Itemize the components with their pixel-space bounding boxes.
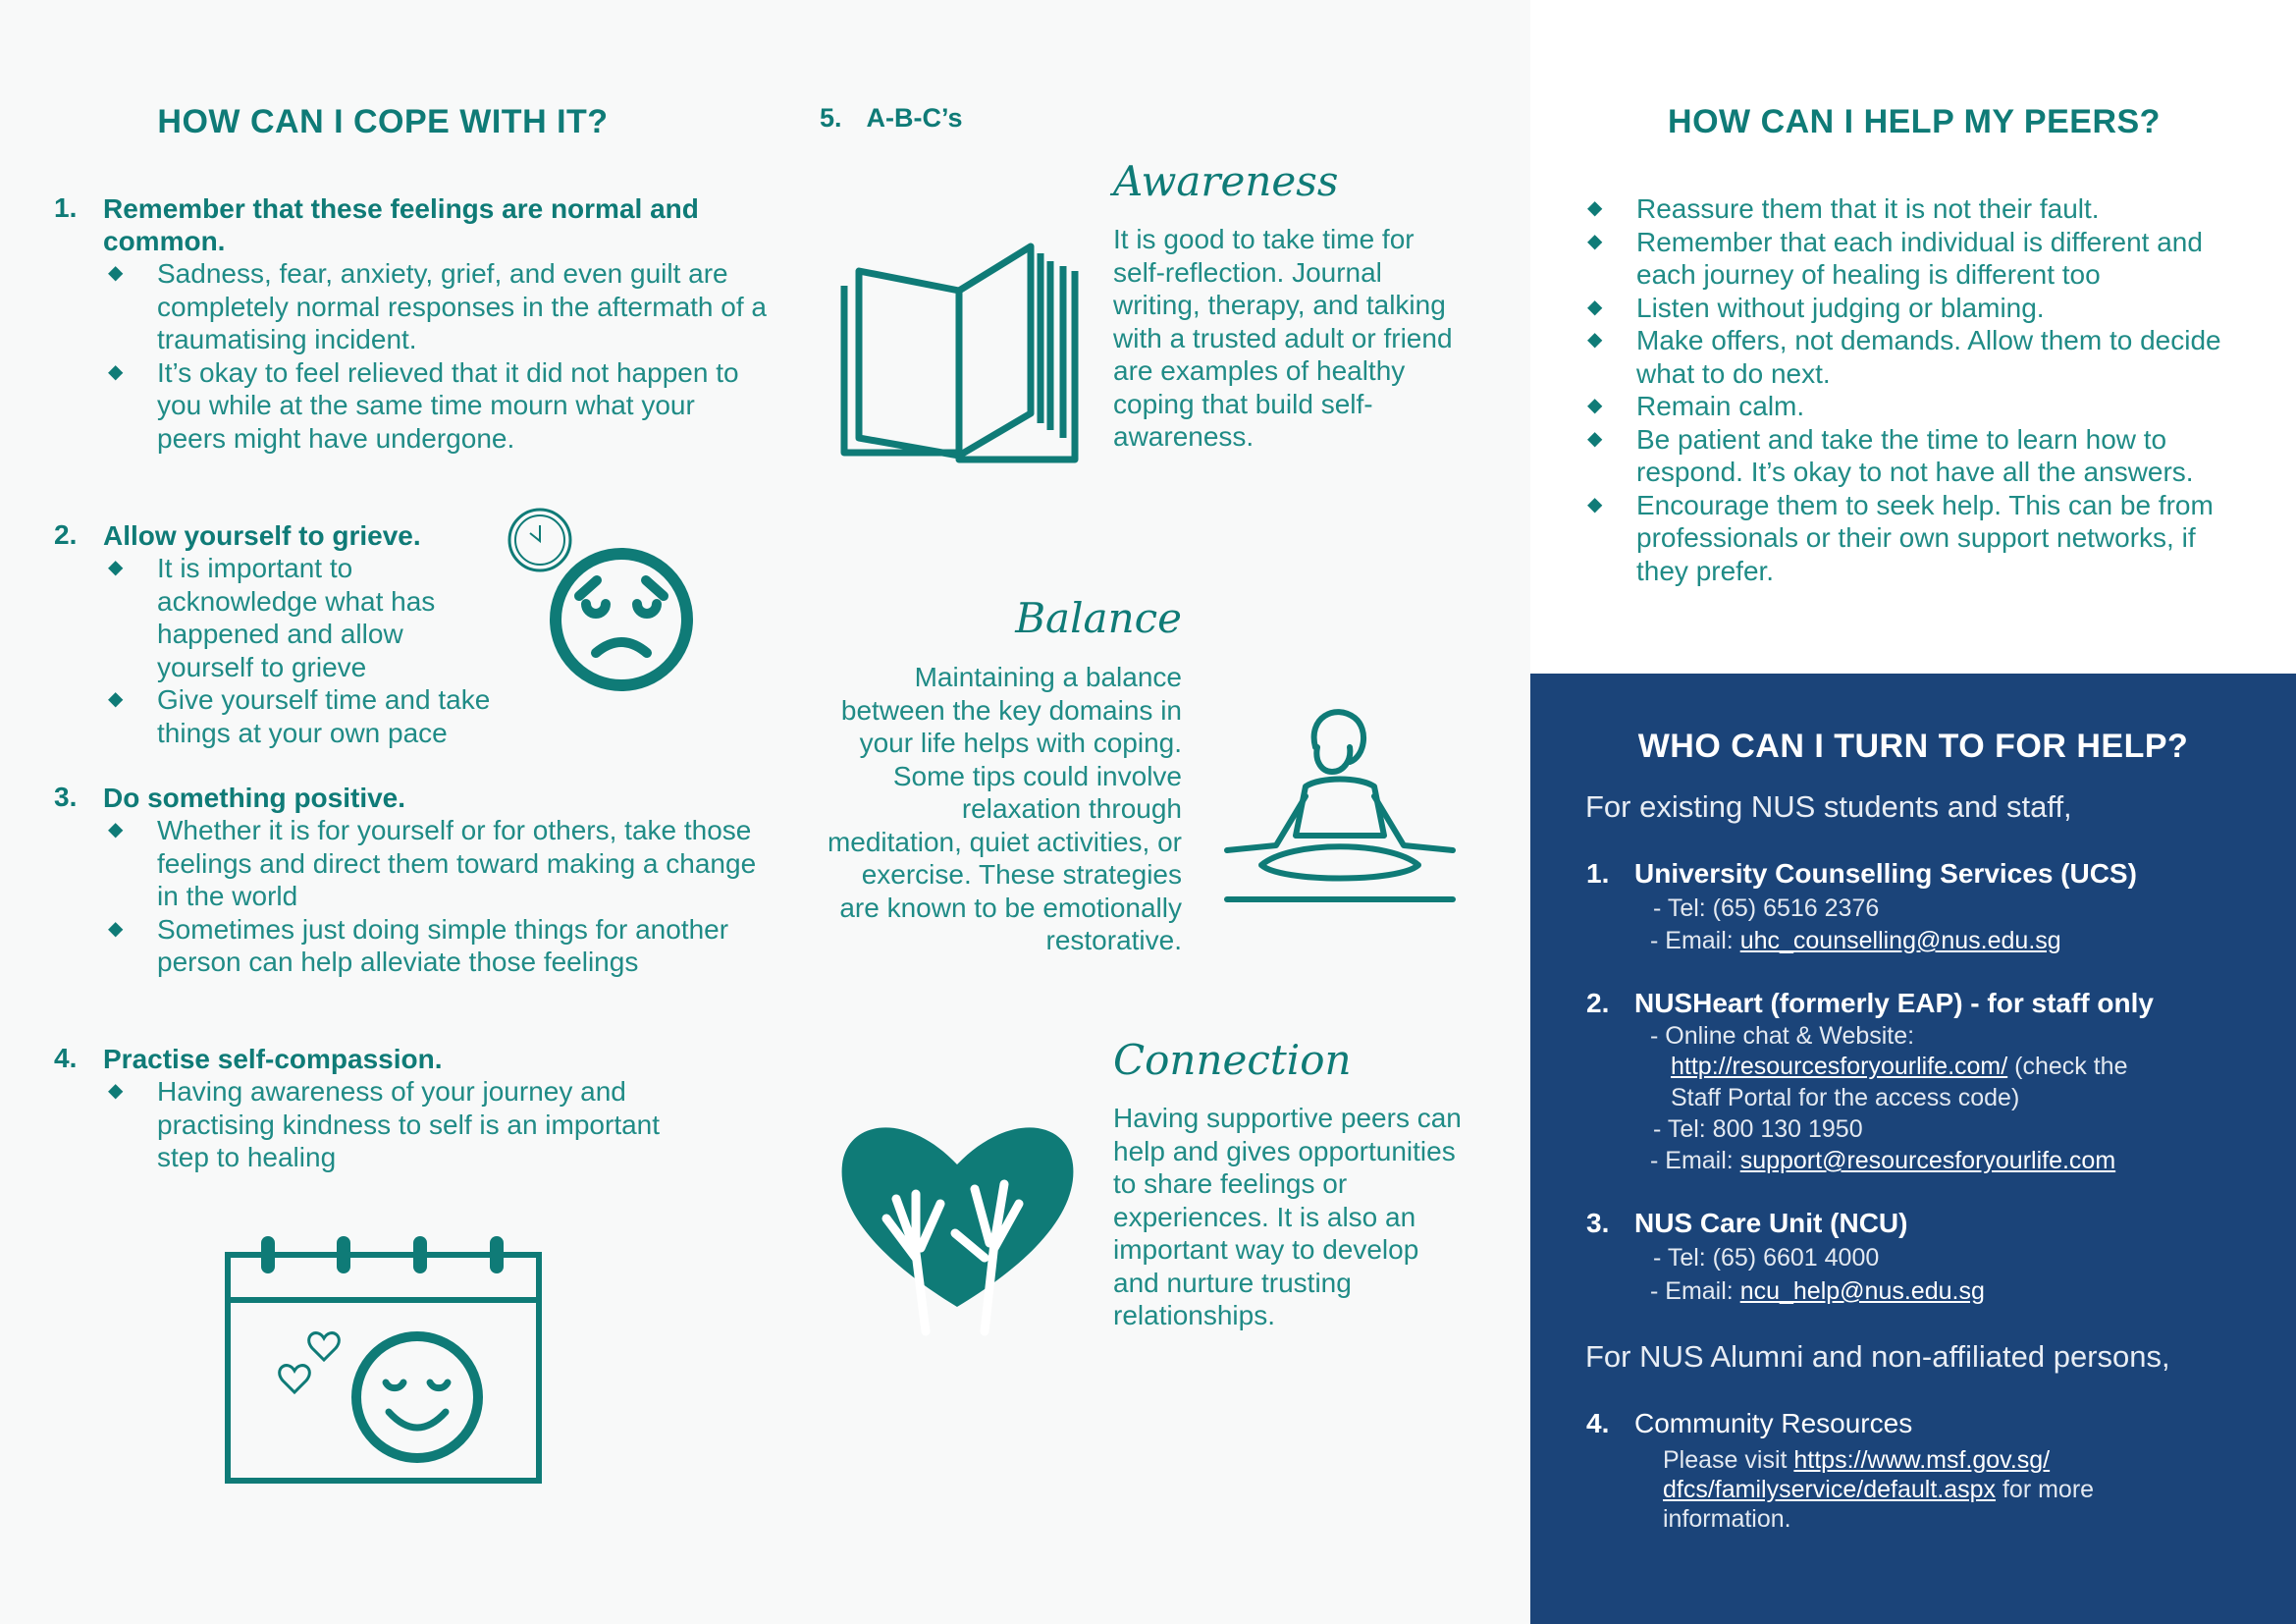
balance-text: Maintaining a balance between the key do… xyxy=(827,662,1182,955)
diamond-bullet-icon: ◆ xyxy=(1587,296,1603,318)
peers-heading: HOW CAN I HELP MY PEERS? xyxy=(1668,103,2161,140)
connection-title: Connection xyxy=(1113,1036,1352,1084)
calendar-smiley-icon xyxy=(225,1236,542,1484)
list-item: ◆Listen without judging or blaming. xyxy=(1587,292,2045,323)
diamond-bullet-icon: ◆ xyxy=(1587,197,1603,219)
sad-face-clock-icon xyxy=(507,508,693,691)
peers-list: ◆Reassure them that it is not their faul… xyxy=(1582,192,2250,587)
nusheart-tel: - Tel: 800 130 1950 xyxy=(1653,1115,1863,1143)
abc-heading: 5.A-B-C’s xyxy=(820,103,963,133)
ncu-email-line: - Email: ncu_help@nus.edu.sg xyxy=(1650,1277,1985,1305)
item-title: Practise self-compassion. xyxy=(103,1044,443,1074)
cope-item-2: 2. Allow yourself to grieve. ◆It is impo… xyxy=(54,519,741,749)
list-item: ◆Encourage them to seek help. This can b… xyxy=(1587,489,2214,586)
balance-title: Balance xyxy=(1015,594,1182,642)
awareness-title: Awareness xyxy=(1113,157,1339,205)
list-item: ◆Make offers, not demands. Allow them to… xyxy=(1587,325,2221,389)
ncu-tel: - Tel: (65) 6601 4000 xyxy=(1653,1244,1880,1272)
list-item: ◆Remain calm. xyxy=(1587,391,1805,421)
list-item: ◆Reassure them that it is not their faul… xyxy=(1587,193,2100,224)
diamond-bullet-icon: ◆ xyxy=(108,360,124,383)
list-item: ◆Be patient and take the time to learn h… xyxy=(1587,423,2194,488)
cope-heading: HOW CAN I COPE WITH IT? xyxy=(157,103,609,140)
list-item: ◆Give yourself time and take things at y… xyxy=(108,684,491,748)
item-number: 4. xyxy=(1586,1408,1610,1438)
item-number: 3. xyxy=(54,782,78,812)
community-line-2: dfcs/familyservice/default.aspx for more xyxy=(1663,1476,2095,1503)
connection-text: Having supportive peers can help and giv… xyxy=(1113,1103,1462,1330)
cope-item-4: 4. Practise self-compassion. ◆Having awa… xyxy=(54,1043,741,1174)
nusheart-email-link[interactable]: support@resourcesforyourlife.com xyxy=(1739,1147,2116,1174)
ncu-email-link[interactable]: ncu_help@nus.edu.sg xyxy=(1739,1277,1985,1305)
cope-item-1: 1. Remember that these feelings are norm… xyxy=(54,192,767,455)
diamond-bullet-icon: ◆ xyxy=(108,262,124,284)
list-item: ◆Remember that each individual is differ… xyxy=(1587,226,2203,291)
item-number: 2. xyxy=(54,519,78,550)
list-item: ◆Having awareness of your journey and pr… xyxy=(108,1076,661,1172)
ucs-email-link[interactable]: uhc_counselling@nus.edu.sg xyxy=(1739,927,2061,954)
right-page-background xyxy=(1530,0,2296,674)
ncu-title: NUS Care Unit (NCU) xyxy=(1634,1208,1908,1238)
help-heading: WHO CAN I TURN TO FOR HELP? xyxy=(1637,728,2189,765)
diamond-bullet-icon: ◆ xyxy=(1587,329,1603,351)
msf-link[interactable]: https://www.msf.gov.sg/ xyxy=(1793,1446,2051,1474)
nusheart-note: Staff Portal for the access code) xyxy=(1671,1084,2020,1111)
diamond-bullet-icon: ◆ xyxy=(1587,230,1603,252)
item-number: 1. xyxy=(54,192,78,223)
help-intro-alumni: For NUS Alumni and non-affiliated person… xyxy=(1585,1339,2170,1374)
list-item: ◆Whether it is for yourself or for other… xyxy=(108,815,757,911)
diamond-bullet-icon: ◆ xyxy=(108,917,124,940)
ucs-tel: - Tel: (65) 6516 2376 xyxy=(1653,894,1880,922)
item-number: 1. xyxy=(1586,858,1610,889)
diamond-bullet-icon: ◆ xyxy=(108,819,124,840)
list-item: ◆Sometimes just doing simple things for … xyxy=(108,913,729,978)
diamond-bullet-icon: ◆ xyxy=(1587,395,1603,416)
nusheart-url-link[interactable]: http://resourcesforyourlife.com/ xyxy=(1671,1053,2008,1080)
cope-item-3: 3. Do something positive. ◆Whether it is… xyxy=(54,782,756,979)
heart-hands-icon xyxy=(841,1127,1074,1336)
community-line-1: Please visit https://www.msf.gov.sg/ xyxy=(1663,1446,2051,1474)
diamond-bullet-icon: ◆ xyxy=(108,557,124,578)
item-title: Allow yourself to grieve. xyxy=(103,520,421,551)
diamond-bullet-icon: ◆ xyxy=(108,688,124,710)
community-title: Community Resources xyxy=(1634,1408,1913,1438)
msf-link-cont[interactable]: dfcs/familyservice/default.aspx xyxy=(1663,1476,1997,1503)
ucs-email-line: - Email: uhc_counselling@nus.edu.sg xyxy=(1650,927,2061,954)
item-number: 3. xyxy=(1586,1208,1610,1238)
community-line-3: information. xyxy=(1663,1505,1791,1533)
open-book-icon xyxy=(840,243,1079,463)
item-title: Remember that these feelings are normal … xyxy=(103,193,699,256)
meditation-figure-icon xyxy=(1224,709,1456,902)
nusheart-title: NUSHeart (formerly EAP) - for staff only xyxy=(1634,988,2154,1018)
diamond-bullet-icon: ◆ xyxy=(1587,427,1603,450)
list-item: ◆It is important to acknowledge what has… xyxy=(108,553,436,682)
awareness-text: It is good to take time for self-reflect… xyxy=(1113,224,1453,452)
nusheart-url-line: http://resourcesforyourlife.com/ (check … xyxy=(1671,1053,2128,1080)
help-intro-staff: For existing NUS students and staff, xyxy=(1585,789,2072,824)
diamond-bullet-icon: ◆ xyxy=(1587,493,1603,515)
item-number: 2. xyxy=(1586,988,1610,1018)
list-item: ◆It’s okay to feel relieved that it did … xyxy=(108,356,739,454)
list-item: ◆Sadness, fear, anxiety, grief, and even… xyxy=(108,258,767,354)
nusheart-web-label: - Online chat & Website: xyxy=(1650,1022,1915,1050)
item-number: 4. xyxy=(54,1043,78,1073)
help-panel: WHO CAN I TURN TO FOR HELP? For existing… xyxy=(1530,674,2296,1624)
item-title: Do something positive. xyxy=(103,783,406,813)
ucs-title: University Counselling Services (UCS) xyxy=(1634,858,2137,889)
diamond-bullet-icon: ◆ xyxy=(108,1080,124,1102)
nusheart-email-line: - Email: support@resourcesforyourlife.co… xyxy=(1650,1147,2116,1174)
